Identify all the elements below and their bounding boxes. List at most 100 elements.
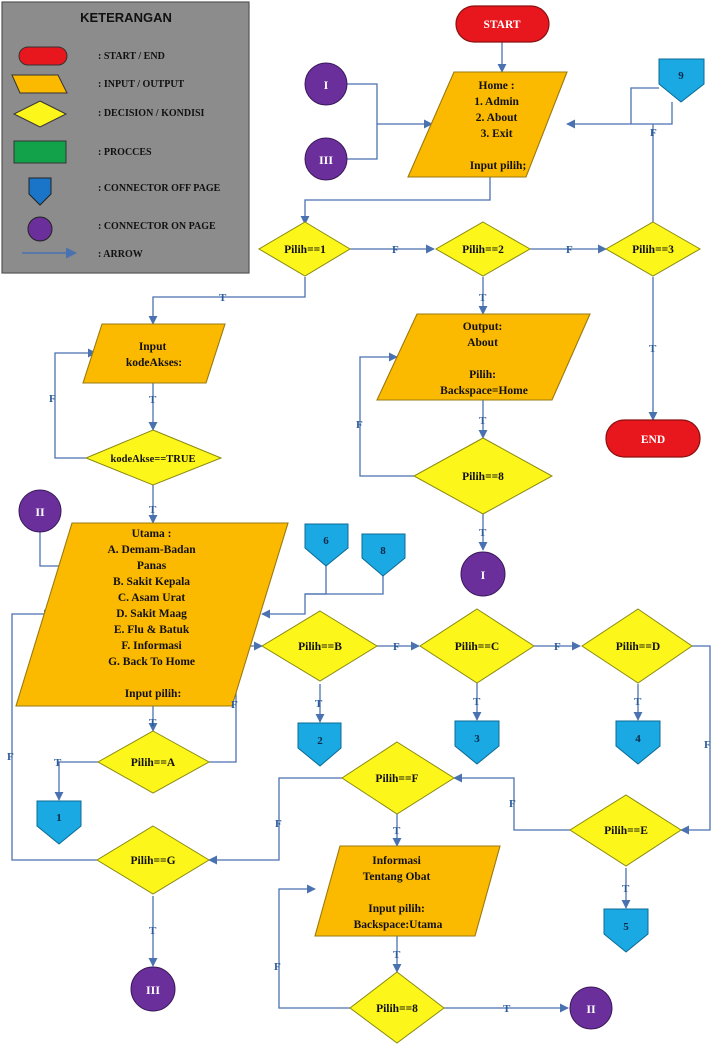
connector-iii-top-label: III — [319, 153, 333, 167]
arrow-pilih1-kode — [148, 277, 306, 325]
home-line-2: 1. Admin — [474, 96, 519, 108]
decision-pilih-e — [569, 794, 682, 867]
decision-pilih-8-about — [412, 437, 554, 515]
offpage-1 — [36, 800, 82, 845]
label-t-pd: T — [634, 696, 642, 708]
label-f-pe: F — [509, 798, 516, 810]
label-t-p2: T — [479, 292, 487, 304]
label-t-about: T — [479, 415, 487, 427]
decision-pilih-b-label: Pilih==B — [298, 641, 342, 653]
decision-kode-akses — [84, 429, 223, 486]
start-shape — [455, 5, 550, 43]
label-f-p2: F — [566, 244, 573, 256]
legend-decision-icon — [12, 100, 68, 128]
legend-label-connector-on-page: : CONNECTOR ON PAGE — [98, 221, 216, 232]
home-menu-io — [407, 71, 568, 178]
utama-line-2: A. Demam-Badan — [107, 544, 196, 556]
label-t-p1: T — [219, 292, 227, 304]
label-f-pg: F — [7, 751, 14, 763]
about-text: Output: About Pilih: Backspace=Home — [440, 321, 528, 397]
offpage-4 — [615, 720, 661, 765]
arrow-pilih8-about-loop — [359, 352, 414, 477]
utama-line-5: C. Asam Urat — [118, 592, 186, 604]
connector-iii-bottom — [130, 966, 176, 1012]
legend-input-output-icon — [11, 74, 68, 94]
arrow-conn-i-home — [347, 83, 433, 129]
input-kode-akses-io — [82, 323, 226, 384]
offpage-8 — [361, 533, 406, 577]
about-line-2: About — [467, 337, 498, 349]
offpage-3-label: 3 — [474, 733, 480, 745]
connector-i-bottom — [460, 551, 506, 597]
label-f-p1: F — [392, 244, 399, 256]
offpage-6-label: 6 — [323, 535, 329, 547]
output-about-io — [376, 313, 591, 401]
legend-process-icon — [13, 140, 67, 164]
end-label: END — [641, 434, 665, 446]
offpage-8-label: 8 — [380, 545, 386, 557]
home-line-6: Input pilih; — [470, 160, 527, 172]
decision-pilih-b — [261, 610, 378, 682]
kode-line-1: Input — [139, 341, 167, 353]
kode-line-2: kodeAkses: — [126, 357, 182, 369]
arrow-pilihF-pilihG — [208, 777, 342, 865]
label-t-kode-input: T — [149, 394, 157, 406]
line-off9-side — [630, 87, 659, 124]
info-line-4: Input pilih: — [368, 903, 425, 915]
utama-line-6: D. Sakit Maag — [116, 608, 187, 620]
decision-pilih-1 — [258, 221, 351, 277]
legend-label-arrow: : ARROW — [98, 249, 143, 260]
connector-ii-left-label: II — [35, 505, 45, 519]
offpage-9-label: 9 — [678, 70, 684, 82]
arrow-off9-home — [566, 102, 673, 129]
legend-title: KETERANGAN — [80, 10, 172, 25]
label-t-p8b: T — [503, 1003, 511, 1015]
decision-pilih-2-label: Pilih==2 — [462, 244, 504, 256]
utama-line-7: E. Flu & Batuk — [114, 624, 190, 636]
decision-pilih-f-label: Pilih==F — [375, 773, 418, 785]
decision-pilih-g-label: Pilih==G — [130, 855, 175, 867]
end-terminal: END — [605, 419, 701, 458]
arrow-pilihE-pilihF — [453, 773, 570, 831]
label-t-pe: T — [622, 883, 630, 895]
decision-pilih-d-label: Pilih==D — [616, 641, 660, 653]
utama-line-3: Panas — [137, 560, 167, 572]
label-t-pc: T — [473, 696, 481, 708]
start-label: START — [483, 19, 520, 31]
legend-label-connector-off-page: : CONNECTOR OFF PAGE — [98, 183, 221, 194]
legend-label-input-output: : INPUT / OUTPUT — [98, 79, 185, 90]
decision-pilih-c-label: Pilih==C — [455, 641, 499, 653]
decision-pilih-8-info — [349, 971, 445, 1044]
legend-label-start-end: : START / END — [98, 51, 165, 62]
offpage-5-label: 5 — [623, 921, 629, 933]
connector-i-top — [304, 62, 348, 106]
decision-pilih-8-about-label: Pilih==8 — [462, 471, 504, 483]
decision-kode-akses-label: kodeAkse==TRUE — [111, 454, 196, 465]
label-f-pc: F — [554, 641, 561, 653]
end-shape — [605, 419, 701, 458]
label-f-pa: F — [231, 699, 238, 711]
decision-pilih-a — [96, 730, 211, 794]
decision-pilih-c — [419, 608, 535, 684]
arrow-home-pilih1 — [300, 177, 491, 225]
label-f-p8b: F — [274, 961, 281, 973]
home-line-3: 2. About — [476, 112, 518, 124]
connector-ii-bottom-label: II — [586, 1002, 596, 1016]
connector-iii-bottom-label: III — [146, 983, 160, 997]
label-t-utama: T — [149, 717, 157, 729]
utama-line-11: Input pilih: — [125, 688, 182, 700]
branch-labels: F F F T T T F T T T F T T T F F F F T T … — [7, 127, 711, 1015]
label-f-p3: F — [650, 127, 657, 139]
offpage-4-label: 4 — [635, 733, 641, 745]
decision-pilih-f — [341, 741, 455, 815]
offpage-1-label: 1 — [56, 812, 62, 824]
offpage-9 — [658, 58, 705, 103]
label-t-info: T — [393, 949, 401, 961]
decision-pilih-3-label: Pilih==3 — [632, 244, 674, 256]
line-conn-iii-home — [347, 124, 378, 160]
line-off8-utama — [305, 575, 384, 595]
utama-menu-io — [15, 522, 289, 707]
label-f-pd: F — [704, 739, 711, 751]
connector-i-bottom-label: I — [481, 568, 486, 582]
